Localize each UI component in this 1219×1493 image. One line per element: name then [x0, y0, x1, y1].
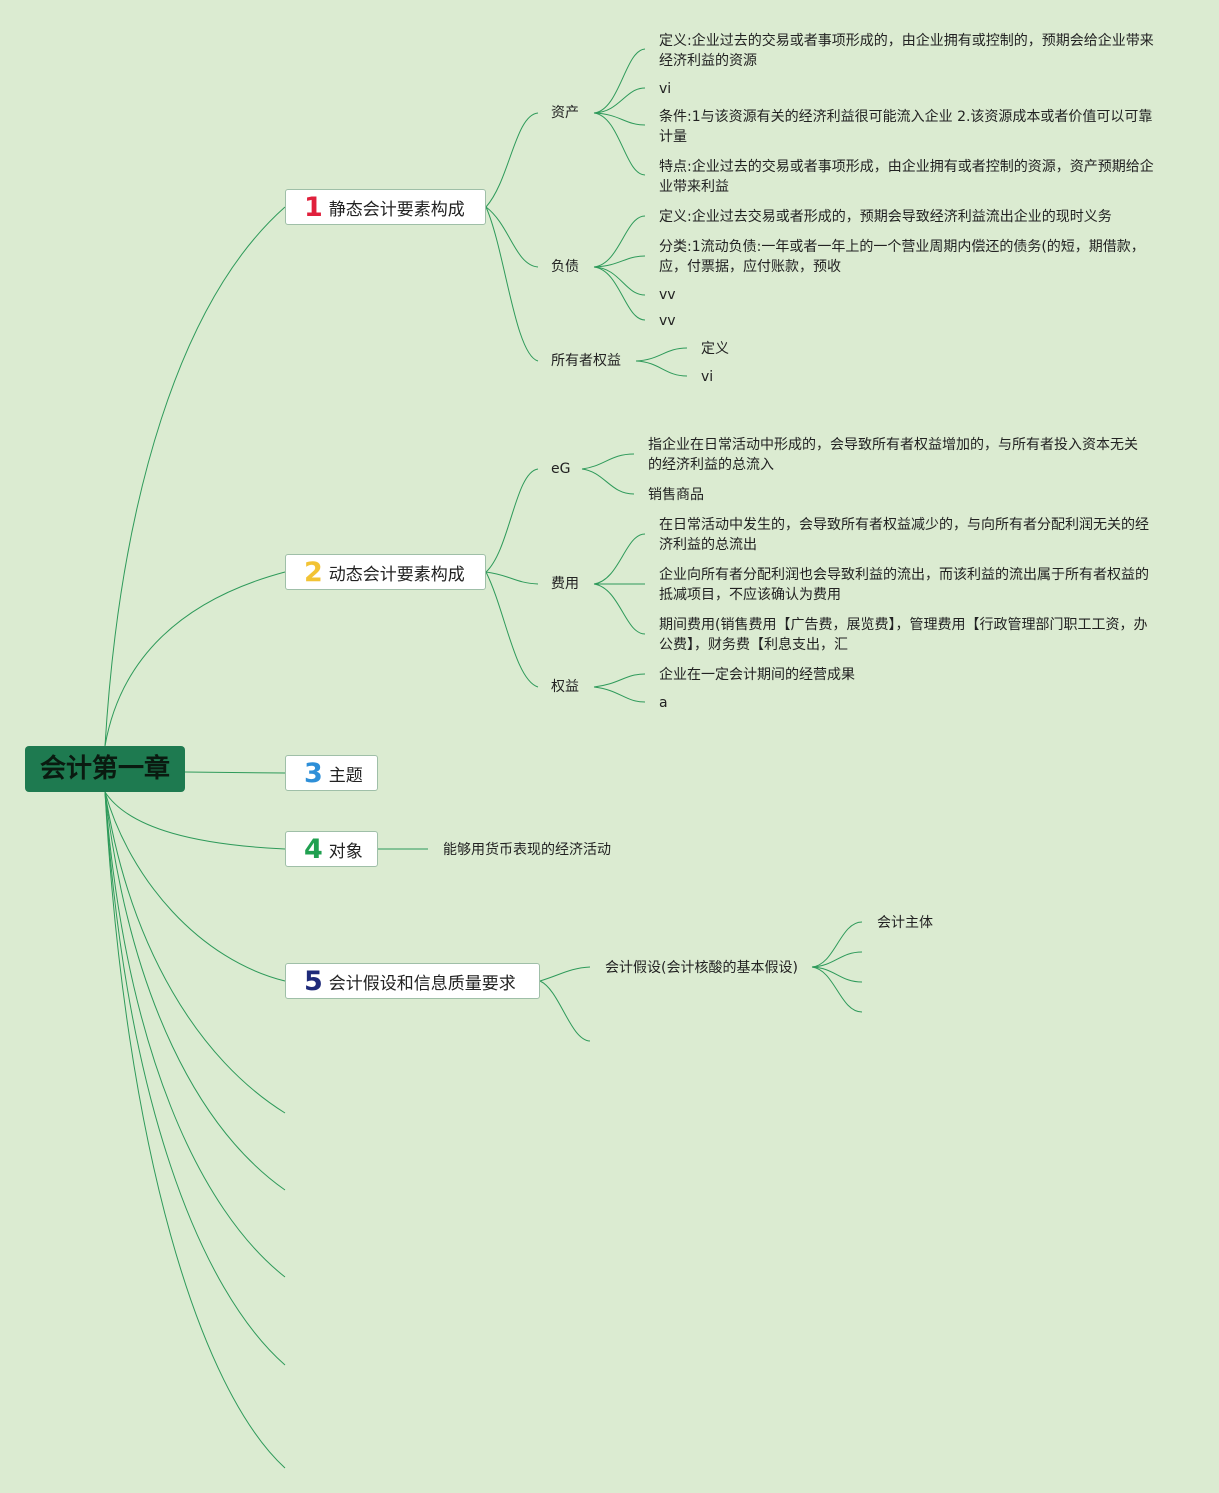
topic-subject[interactable]: 3 主题 — [285, 755, 378, 791]
leaf-eg-definition[interactable]: 指企业在日常活动中形成的，会导致所有者权益增加的，与所有者投入资本无关的经济利益… — [648, 437, 1138, 473]
leaf-expense-distribution[interactable]: 企业向所有者分配利润也会导致利益的流出，而该利益的流出属于所有者权益的抵减项目，… — [659, 567, 1149, 603]
number-4-icon: 4 — [304, 833, 323, 865]
leaf-assets-vi[interactable]: vi — [659, 81, 672, 97]
link-root-topic3 — [184, 771, 286, 774]
link-t2-eg — [485, 468, 539, 573]
link-root-topic1 — [104, 206, 286, 747]
leaf-object-activity[interactable]: 能够用货币表现的经济活动 — [443, 842, 611, 858]
link-t1-equity — [485, 206, 539, 362]
topic-object[interactable]: 4 对象 — [285, 831, 378, 867]
topic-label: 静态会计要素构成 — [328, 199, 465, 220]
leaf-rights-result[interactable]: 企业在一定会计期间的经营成果 — [659, 667, 855, 683]
link-root-empty2 — [104, 791, 286, 1191]
link-root-empty4 — [104, 791, 286, 1366]
topic-dynamic-elements[interactable]: 2 动态会计要素构成 — [285, 554, 486, 590]
leaf-equity-vi[interactable]: vi — [701, 369, 714, 385]
number-2-icon: 2 — [304, 556, 323, 588]
subtopic-owners-equity[interactable]: 所有者权益 — [551, 353, 621, 369]
link-t1-assets — [485, 112, 539, 208]
subtopic-eg[interactable]: eG — [551, 461, 571, 477]
leaf-liabilities-definition[interactable]: 定义:企业过去交易或者形成的，预期会导致经济利益流出企业的现时义务 — [659, 209, 1112, 225]
leaf-assets-features[interactable]: 特点:企业过去的交易或者事项形成，由企业拥有或者控制的资源，资产预期给企业带来利… — [659, 159, 1154, 195]
leaf-assets-definition[interactable]: 定义:企业过去的交易或者事项形成的，由企业拥有或控制的，预期会给企业带来经济利益… — [659, 33, 1154, 69]
number-3-icon: 3 — [304, 757, 323, 789]
leaf-rights-a[interactable]: a — [659, 695, 668, 711]
link-root-empty1 — [104, 791, 286, 1114]
link-root-empty5 — [104, 791, 286, 1469]
link-t2-rights — [485, 571, 539, 688]
link-root-empty3 — [104, 791, 286, 1278]
leaf-eg-sales[interactable]: 销售商品 — [648, 487, 704, 503]
link-root-topic5 — [104, 791, 286, 982]
subtopic-expense[interactable]: 费用 — [551, 576, 579, 592]
topic-label: 动态会计要素构成 — [328, 564, 465, 585]
number-1-icon: 1 — [304, 191, 323, 223]
link-root-topic4 — [104, 791, 286, 850]
topic-label: 主题 — [328, 765, 363, 786]
link-t2-expense — [485, 571, 539, 585]
topic-static-elements[interactable]: 1 静态会计要素构成 — [285, 189, 486, 225]
subtopic-rights[interactable]: 权益 — [551, 679, 579, 695]
subtopic-accounting-assumptions[interactable]: 会计假设(会计核酸的基本假设) — [605, 960, 798, 976]
topic-label: 对象 — [328, 841, 363, 862]
topic-label: 会计假设和信息质量要求 — [328, 973, 516, 994]
number-5-icon: 5 — [304, 965, 323, 997]
root-topic[interactable]: 会计第一章 — [25, 746, 185, 792]
leaf-liabilities-classification[interactable]: 分类:1流动负债:一年或者一年上的一个营业周期内偿还的债务(的短，期借款，应，付… — [659, 239, 1145, 275]
leaf-expense-period[interactable]: 期间费用(销售费用【广告费，展览费】，管理费用【行政管理部门职工工资，办公费】，… — [659, 617, 1148, 653]
leaf-expense-definition[interactable]: 在日常活动中发生的，会导致所有者权益减少的，与向所有者分配利润无关的经济利益的总… — [659, 517, 1149, 553]
subtopic-assets[interactable]: 资产 — [551, 105, 579, 121]
subtopic-liabilities[interactable]: 负债 — [551, 259, 579, 275]
leaf-liabilities-vv[interactable]: vv — [659, 313, 676, 329]
leaf-equity-definition[interactable]: 定义 — [701, 341, 729, 357]
link-root-topic2 — [104, 571, 286, 747]
topic-assumptions-quality[interactable]: 5 会计假设和信息质量要求 — [285, 963, 540, 999]
leaf-accounting-entity[interactable]: 会计主体 — [877, 915, 933, 931]
leaf-liabilities-vv[interactable]: vv — [659, 287, 676, 303]
leaf-assets-conditions[interactable]: 条件:1与该资源有关的经济利益很可能流入企业 2.该资源成本或者价值可以可靠计量 — [659, 109, 1153, 145]
link-t1-liab — [485, 206, 539, 268]
